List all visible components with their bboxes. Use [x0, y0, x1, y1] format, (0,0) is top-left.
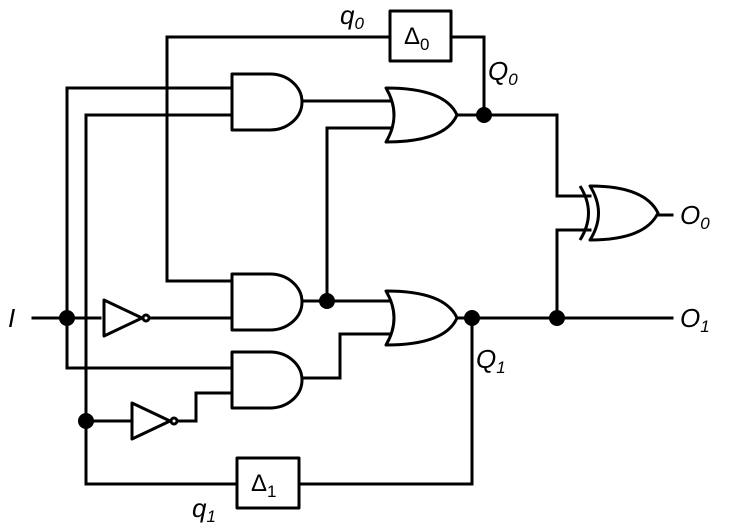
delay-label-delta1: Δ1 — [251, 470, 277, 501]
junctions — [59, 107, 565, 429]
label-O1: O1 — [680, 303, 710, 336]
delay-label-delta0: Δ0 — [404, 23, 430, 54]
wire-q1-down — [297, 316, 474, 486]
label-q1: q1 — [192, 493, 216, 526]
label-input-i: I — [8, 303, 15, 333]
wire-delta0-out — [449, 35, 486, 117]
or-gate-2 — [384, 289, 459, 347]
junction-dot — [464, 310, 480, 326]
wire-and4-to-or2 — [300, 332, 398, 380]
delay-box-delta0 — [388, 9, 453, 63]
and-gate-2-upper-left — [230, 272, 304, 332]
label-Q1: Q1 — [476, 344, 506, 377]
junction-dot — [78, 413, 94, 429]
or-gate-1 — [384, 86, 459, 144]
and-gate-1 — [230, 72, 304, 132]
and-gate-3 — [230, 350, 304, 410]
junction-dot — [319, 293, 335, 309]
not-gate-2 — [130, 401, 172, 441]
label-O0: O0 — [680, 200, 710, 233]
wire-i-branch-up — [65, 86, 234, 320]
not-gate-2-bubble — [169, 416, 179, 426]
wire-q1-feedback — [84, 113, 234, 486]
wire-not2-to-and4 — [176, 391, 234, 423]
junction-dot — [476, 107, 492, 123]
wires — [31, 35, 674, 486]
junction-dot — [59, 310, 75, 326]
label-q0: q0 — [340, 0, 364, 33]
junction-dot — [549, 310, 565, 326]
not-gate-1-bubble — [141, 313, 151, 323]
not-gate-1 — [102, 298, 144, 338]
wire-and3-branch-up — [325, 126, 398, 303]
wire-or1-out — [454, 113, 592, 198]
xor-gate-extra-curve — [578, 185, 590, 241]
label-Q0: Q0 — [488, 56, 518, 89]
delay-box-delta1 — [235, 456, 301, 510]
xor-gate — [588, 184, 660, 242]
wire-i-branch-down — [65, 316, 234, 370]
wire-q0-vertical — [165, 35, 392, 283]
